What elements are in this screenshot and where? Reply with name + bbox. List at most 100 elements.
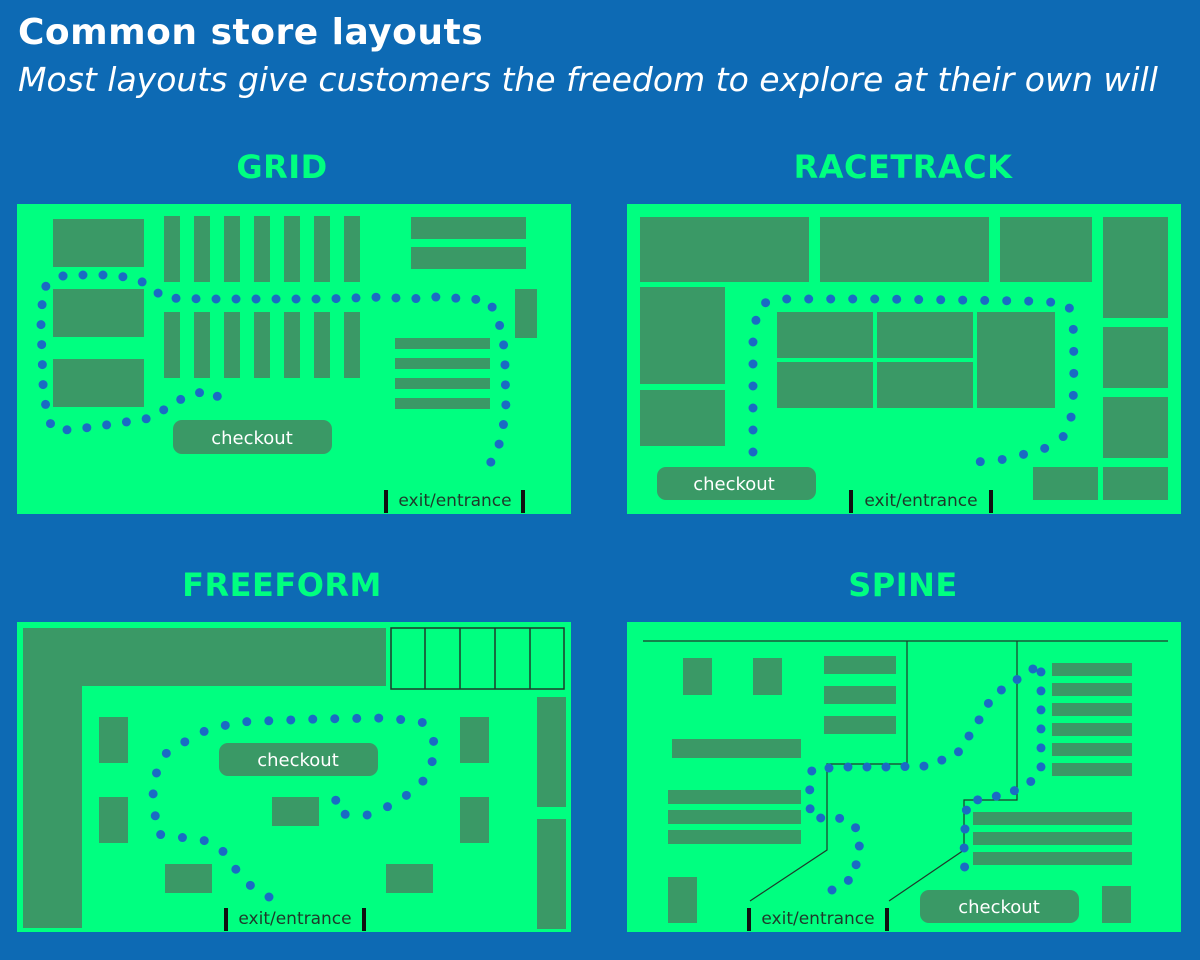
shelf [877,312,973,358]
checkout-label: checkout [257,750,339,771]
shelf [1103,397,1168,458]
shelf [1052,663,1132,676]
shelf [683,658,712,695]
shelves [53,216,537,409]
shelf [1000,217,1092,282]
shelf [284,216,300,282]
checkout-label: checkout [693,474,775,495]
shelf [194,216,210,282]
entrance-marker [885,908,889,931]
checkout-label: checkout [211,428,293,449]
shelf [1102,886,1131,923]
shelves [668,656,1132,923]
shelf [53,219,144,267]
page-subtitle: Most layouts give customers the freedom … [18,60,1158,99]
shelf [640,287,725,384]
shelf [1033,467,1098,500]
shelf [99,797,128,843]
entrance-marker [224,908,228,931]
shelf [254,216,270,282]
shelf [977,312,1055,408]
customer-path [36,271,238,435]
shelf [668,830,801,844]
shelf [640,217,809,282]
freeform-layout-diagram: checkout exit/entrance [17,622,571,932]
shelf [224,312,240,378]
shelf [272,797,319,826]
shelf [164,312,180,378]
customer-path [58,270,511,482]
shelf [668,790,801,804]
shelf [344,312,360,378]
racetrack-layout-diagram: checkout exit/entrance [627,204,1181,514]
checkout-counter [219,743,378,776]
shelf [973,852,1132,865]
shelf [537,819,566,929]
shelf [314,216,330,282]
shelf [395,358,490,369]
checkout-counter [920,890,1079,923]
shelves [640,217,1168,500]
shelf [672,739,801,758]
shelf [515,289,537,338]
shelf [164,216,180,282]
shelves [23,628,566,929]
spine-layout-diagram: checkout exit/entrance [627,622,1181,932]
shelf [877,362,973,408]
shelf [386,864,433,893]
freeform-title: FREEFORM [182,566,382,604]
shelf [224,216,240,282]
shelf [460,717,489,763]
shelf [537,697,566,807]
shelf [820,217,989,282]
shelf [1052,703,1132,716]
shelf [973,812,1132,825]
shelf [668,877,697,923]
shelf [395,338,490,349]
entrance-label: exit/entrance [238,909,351,929]
shelf [1103,467,1168,500]
entrance-label: exit/entrance [864,491,977,511]
shelf [753,658,782,695]
shelf [411,217,526,239]
spine-title: SPINE [848,566,958,604]
page-title: Common store layouts [18,12,484,53]
checkout-counter [173,420,332,454]
shelf [777,312,873,358]
shelf [1052,763,1132,776]
shelf [777,362,873,408]
entrance-marker [362,908,366,931]
shelf [23,628,82,928]
shelf [1052,683,1132,696]
shelf [23,628,386,686]
shelf [824,716,896,734]
shelf [460,797,489,843]
grid-title: GRID [236,148,328,186]
customer-path [147,713,442,902]
shelf [314,312,330,378]
shelf [411,247,526,269]
shelf [640,390,725,446]
shelf [668,810,801,824]
shelf [395,378,490,389]
shelf [254,312,270,378]
customer-path [804,654,1046,895]
shelf [99,717,128,763]
shelf [344,216,360,282]
shelf [824,656,896,674]
shelf [1052,723,1132,736]
display-case [390,627,565,690]
display-cases [390,627,565,690]
entrance-label: exit/entrance [398,491,511,511]
shelf [284,312,300,378]
shelf [1103,327,1168,388]
entrance-label: exit/entrance [761,909,874,929]
entrance-marker [384,490,388,513]
entrance-marker [521,490,525,513]
shelf [53,289,144,337]
racetrack-title: RACETRACK [793,148,1013,186]
shelf [1103,217,1168,318]
shelf [53,359,144,407]
grid-layout-diagram: checkout exit/entrance [17,204,571,514]
shelf [824,686,896,704]
